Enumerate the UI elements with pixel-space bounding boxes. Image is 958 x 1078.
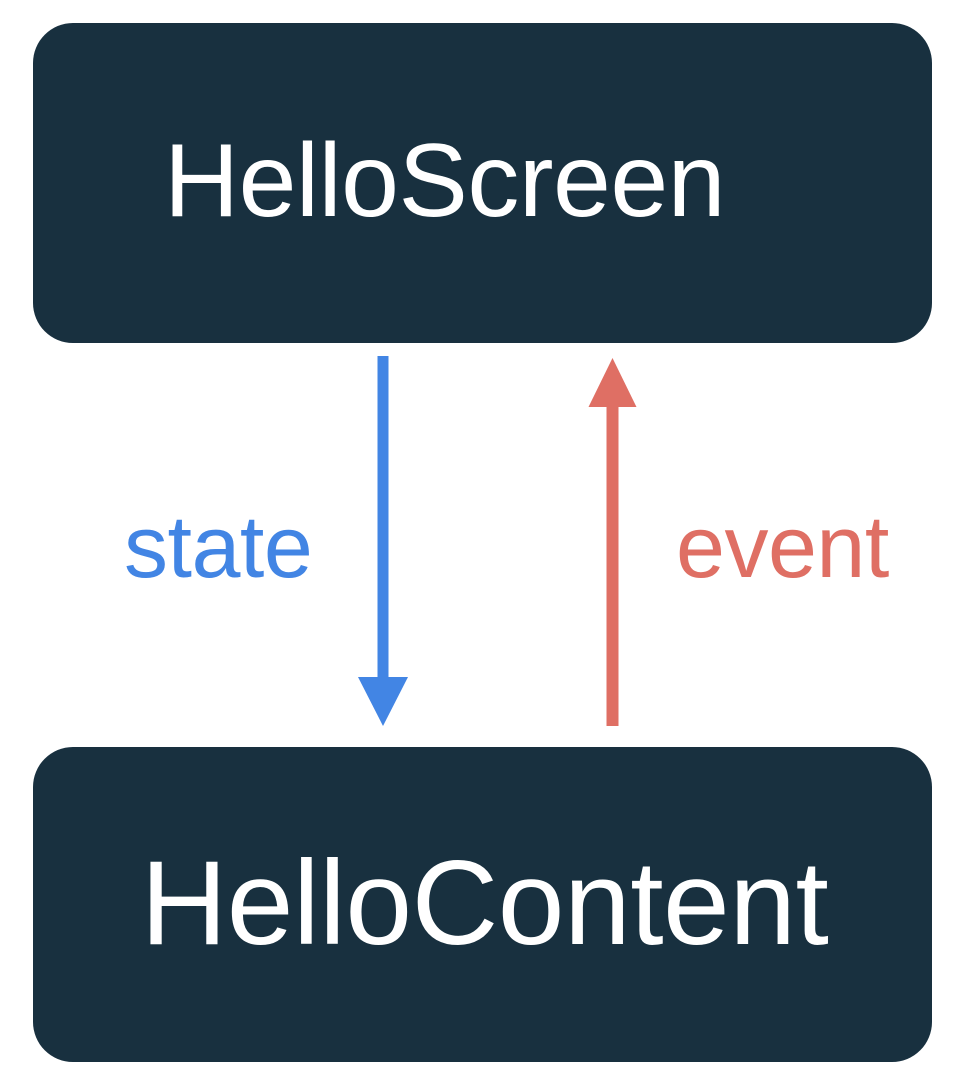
event-arrow-shaft xyxy=(606,406,619,726)
event-arrow xyxy=(588,358,637,726)
state-arrow-head xyxy=(358,677,408,726)
state-edge-label: state xyxy=(124,497,313,596)
node-hello-screen[interactable]: HelloScreen xyxy=(33,23,932,343)
node-hello-content-label: HelloContent xyxy=(140,835,829,970)
node-hello-content[interactable]: HelloContent xyxy=(33,747,932,1062)
state-arrow xyxy=(358,356,408,726)
event-edge-label: event xyxy=(676,497,889,596)
event-arrow-shape xyxy=(588,358,637,726)
state-arrow-shaft xyxy=(377,356,389,678)
state-arrow-shape xyxy=(358,356,408,726)
event-arrow-head xyxy=(588,358,637,407)
node-hello-screen-label: HelloScreen xyxy=(163,123,726,239)
